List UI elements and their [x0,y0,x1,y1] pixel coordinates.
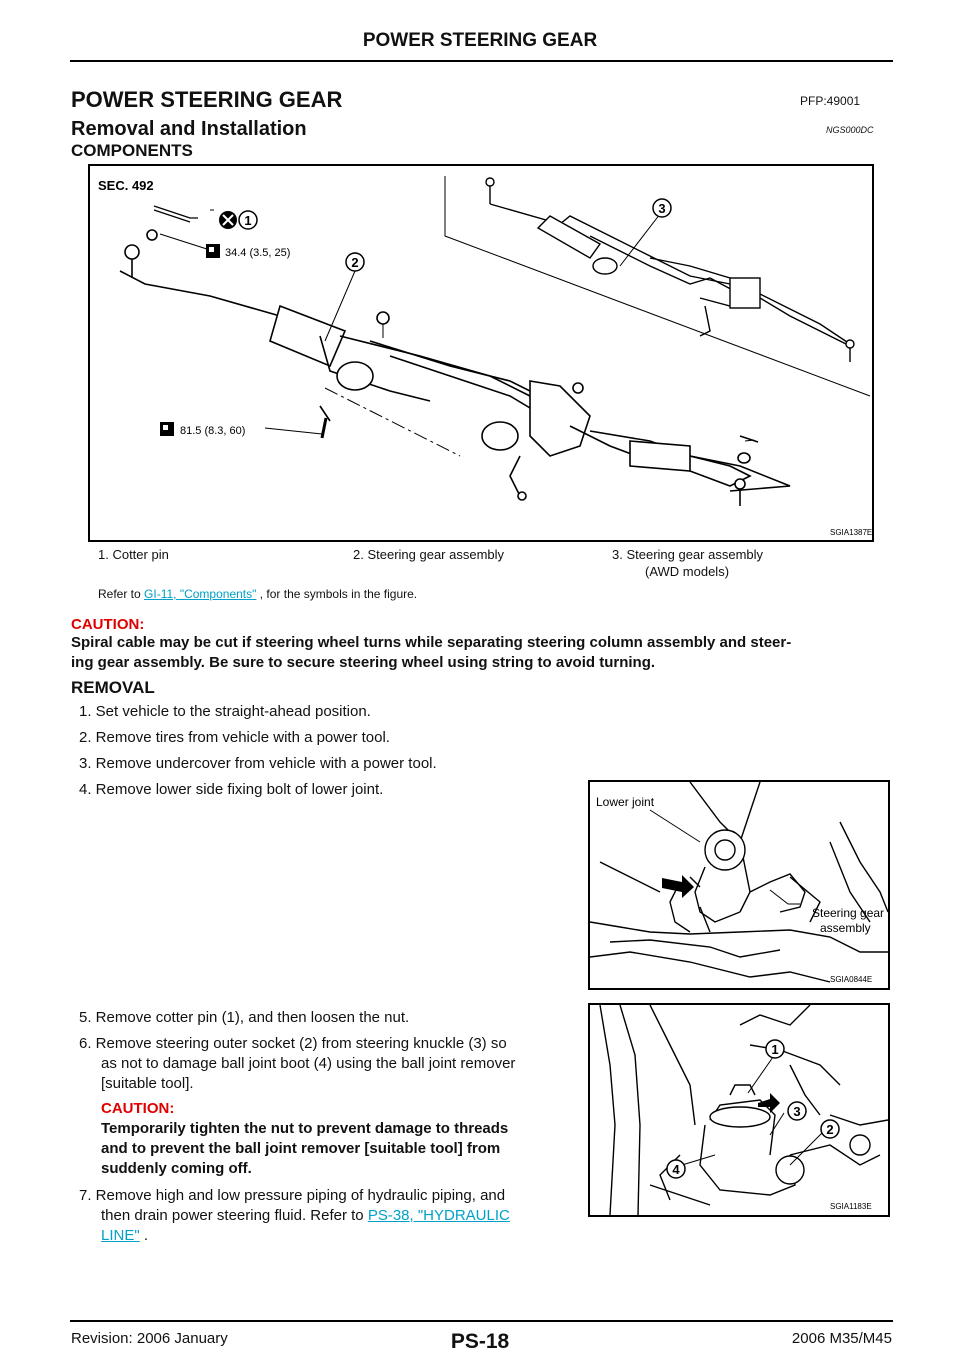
callout-1: 1 [238,210,258,230]
removal-step-1: 1. Set vehicle to the straight-ahead pos… [79,703,371,720]
callout-2: 2 [820,1119,840,1139]
arrow-icon [758,1093,780,1113]
svg-text:4: 4 [672,1162,680,1177]
caution-title: CAUTION: [71,616,145,633]
ball-joint-figure: 1 3 2 4 SGIA1183E [588,1003,890,1217]
components-heading: COMPONENTS [71,141,193,160]
removal-step-3: 3. Remove undercover from vehicle with a… [79,755,437,772]
guide-lines [324,324,461,457]
ngs-code: NGS000DC [826,125,874,135]
svg-text:3: 3 [793,1104,800,1119]
svg-text:1: 1 [771,1042,778,1057]
awd-rack-drawing [485,177,855,362]
sec-label: SEC. 492 [98,178,154,193]
knuckle-drawing [599,1004,889,1216]
removal-step-2: 2. Remove tires from vehicle with a powe… [79,729,390,746]
torque-value-1: 34.4 (3.5, 25) [225,247,290,259]
symbols-reference: Refer to GI-11, "Components" , for the s… [98,587,418,601]
steering-gear-label: Steering gear [812,906,884,920]
torque-wrench-icon [160,422,174,436]
removal-step-5: 5. Remove cotter pin (1), and then loose… [79,1009,410,1026]
removal-step-4: 4. Remove lower side fixing bolt of lowe… [79,781,384,798]
ps-38-hydraulic-line-link-cont[interactable]: LINE" [101,1227,140,1244]
footer-model: 2006 M35/M45 [791,1330,892,1347]
caution-text-2: Temporarily tighten the nut to prevent d… [101,1120,509,1177]
lower-joint-label: Lower joint [596,795,655,809]
figure-code: SGIA1183E [830,1202,872,1211]
svg-text:2: 2 [351,255,358,270]
lower-joint-illustration: Lower joint Steering gear assembly SGIA0… [589,781,889,984]
leader-lines [681,1056,823,1166]
inset-frame-line [444,176,871,397]
main-rack-drawing [119,229,791,506]
torque-wrench-icon [206,244,220,258]
lower-joint-drawing [589,781,889,983]
leader-lines [159,209,755,442]
gi-11-components-link[interactable]: GI-11, "Components" [144,587,257,601]
svg-text:1: 1 [244,213,251,228]
leader-lines [649,809,800,905]
legend-item-2: 2. Steering gear assembly [353,547,505,562]
section-title: POWER STEERING GEAR [71,87,343,112]
caution-text: Spiral cable may be cut if steering whee… [71,634,792,671]
removal-heading: REMOVAL [71,678,155,697]
page-number: PS-18 [450,1330,510,1353]
svg-text:3: 3 [658,201,665,216]
cotter-pin-drawing [153,205,198,223]
ball-joint-illustration: 1 3 2 4 SGIA1183E [599,1004,889,1216]
svg-text:2: 2 [826,1122,833,1137]
steering-gear-illustration: SEC. 492 [98,176,872,537]
ps-38-hydraulic-line-link[interactable]: PS-38, "HYDRAULIC [367,1207,510,1224]
figure-code: SGIA0844E [830,975,872,984]
legend-item-3-note: (AWD models) [645,564,730,579]
callout-2: 2 [345,252,365,272]
caution-title-2: CAUTION: [101,1100,175,1117]
no-reuse-icon [219,211,237,229]
callout-1: 1 [765,1039,785,1059]
callout-4: 4 [666,1159,686,1179]
callout-3: 3 [652,198,672,218]
subsection-title: Removal and Installation [71,118,307,140]
footer-rule [70,1320,893,1322]
legend-item-1: 1. Cotter pin [98,547,169,562]
pfp-code: PFP:49001 [800,94,861,108]
legend-item-3: 3. Steering gear assembly [612,547,764,562]
header-rule [70,60,893,62]
removal-step-7: 7. Remove high and low pressure piping o… [79,1187,510,1244]
components-figure: SEC. 492 [88,164,874,542]
page-header-title: POWER STEERING GEAR [362,30,598,51]
removal-step-6: 6. Remove steering outer socket (2) from… [79,1035,516,1092]
footer-revision: Revision: 2006 January [71,1330,228,1347]
assembly-label: assembly [820,921,871,935]
lower-joint-figure: Lower joint Steering gear assembly SGIA0… [588,780,890,990]
figure-code: SGIA1387E [830,528,872,537]
callout-3: 3 [787,1101,807,1121]
arrow-icon [662,875,694,898]
torque-value-2: 81.5 (8.3, 60) [180,425,245,437]
